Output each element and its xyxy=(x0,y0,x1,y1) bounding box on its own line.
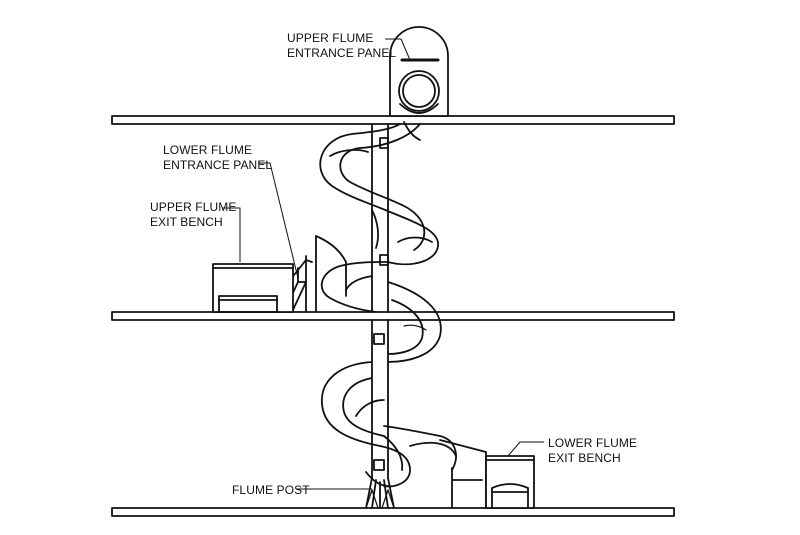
ground-floor-slab xyxy=(111,507,675,517)
label-line: FLUME POST xyxy=(232,483,310,497)
label-line: UPPER FLUME xyxy=(150,200,237,214)
upper-flume-tube xyxy=(305,121,439,313)
leader-lower-exit xyxy=(507,441,544,457)
flume-post-label: FLUME POST xyxy=(232,483,310,498)
label-line: EXIT BENCH xyxy=(548,451,621,465)
leader-upper-exit xyxy=(222,207,241,262)
label-line: ENTRANCE PANEL xyxy=(163,158,273,172)
lower-flume-exit-bench-label: LOWER FLUME EXIT BENCH xyxy=(548,436,637,466)
label-line: UPPER FLUME xyxy=(287,31,374,45)
leader-lower-entrance xyxy=(258,162,299,279)
middle-floor-slab xyxy=(111,311,675,321)
leader-upper-entrance xyxy=(385,38,411,61)
upper-flume-entrance-panel-label: UPPER FLUME ENTRANCE PANEL xyxy=(287,31,396,61)
label-line: LOWER FLUME xyxy=(548,436,638,450)
label-line: ENTRANCE PANEL xyxy=(287,46,397,60)
label-line: EXIT BENCH xyxy=(150,215,223,229)
upper-flume-exit-bench xyxy=(212,263,294,313)
upper-flume-exit-bench-label: UPPER FLUME EXIT BENCH xyxy=(150,200,236,230)
top-floor-slab xyxy=(111,115,675,125)
flume-post xyxy=(365,123,395,509)
upper-entrance-tower xyxy=(389,26,449,117)
lower-flume-entrance-panel-label: LOWER FLUME ENTRANCE PANEL xyxy=(163,143,272,173)
label-line: LOWER FLUME xyxy=(163,143,253,157)
lower-flume-exit-bench xyxy=(485,455,535,509)
